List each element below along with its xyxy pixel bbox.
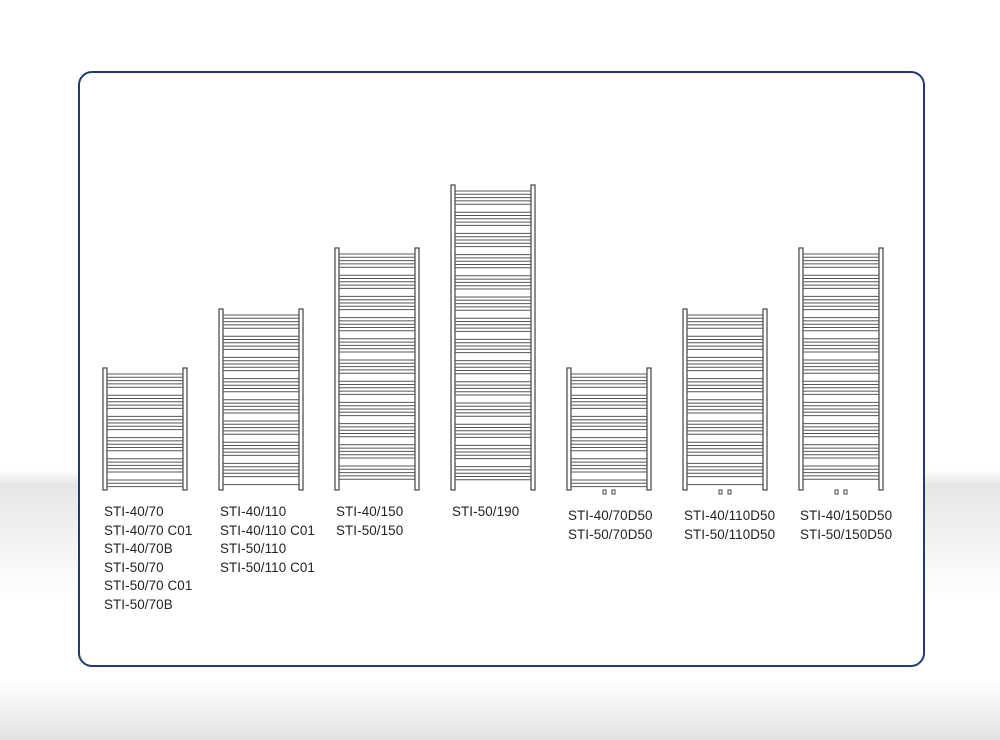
model-label-group-sti-110: STI-40/110 STI-40/110 C01 STI-50/110 STI…: [220, 503, 315, 577]
radiator-sti-110d50: [682, 308, 768, 495]
model-label: STI-40/110 C01: [220, 522, 315, 538]
left-post: [566, 367, 572, 491]
radiator-sti-190: [450, 184, 536, 491]
right-post: [182, 367, 188, 491]
right-post: [530, 184, 536, 491]
model-label: STI-50/70D50: [568, 526, 653, 542]
radiator-sti-150d50: [798, 247, 884, 495]
model-label-group-sti-70d50: STI-40/70D50 STI-50/70D50: [568, 507, 653, 544]
left-post: [218, 308, 224, 491]
left-post: [102, 367, 108, 491]
left-post: [798, 247, 804, 491]
valve-connector: [727, 489, 732, 495]
model-label-group-sti-70: STI-40/70 STI-40/70 C01 STI-40/70B STI-5…: [104, 503, 192, 615]
model-label-group-sti-150d50: STI-40/150D50 STI-50/150D50: [800, 507, 892, 544]
left-post: [334, 247, 340, 491]
model-label: STI-40/70D50: [568, 508, 653, 523]
model-label: STI-50/110: [220, 541, 287, 557]
model-label: STI-50/110 C01: [220, 559, 315, 575]
valve-connector: [834, 489, 839, 495]
model-label: STI-40/70 C01: [104, 522, 193, 538]
model-label: STI-50/70: [104, 559, 164, 575]
model-label: STI-40/110D50: [684, 508, 776, 523]
model-label-group-sti-110d50: STI-40/110D50 STI-50/110D50: [684, 507, 775, 544]
model-label: STI-40/150: [336, 504, 404, 519]
model-label: STI-50/190: [452, 504, 520, 519]
model-label-group-sti-190: STI-50/190: [452, 503, 519, 522]
radiator-sti-110: [218, 308, 304, 491]
right-post: [646, 367, 652, 491]
model-label: STI-50/110D50: [684, 526, 776, 542]
model-label: STI-50/150: [336, 522, 404, 538]
model-label: STI-50/150D50: [800, 526, 893, 542]
model-label: STI-50/70B: [104, 596, 173, 612]
radiator-sti-70: [102, 367, 188, 491]
right-post: [762, 308, 768, 491]
model-label: STI-50/70 C01: [104, 578, 193, 594]
valve-connector: [718, 489, 723, 495]
model-label: STI-40/70B: [104, 541, 173, 557]
left-post: [450, 184, 456, 491]
model-label: STI-40/150D50: [800, 508, 893, 523]
valve-connector: [843, 489, 848, 495]
right-post: [298, 308, 304, 491]
model-label-group-sti-150: STI-40/150 STI-50/150: [336, 503, 403, 540]
model-label: STI-40/110: [220, 504, 287, 519]
radiator-sti-150: [334, 247, 420, 491]
right-post: [878, 247, 884, 491]
model-label: STI-40/70: [104, 504, 164, 519]
valve-connector: [602, 489, 607, 495]
valve-connector: [611, 489, 616, 495]
left-post: [682, 308, 688, 491]
radiator-sti-70d50: [566, 367, 652, 495]
right-post: [414, 247, 420, 491]
